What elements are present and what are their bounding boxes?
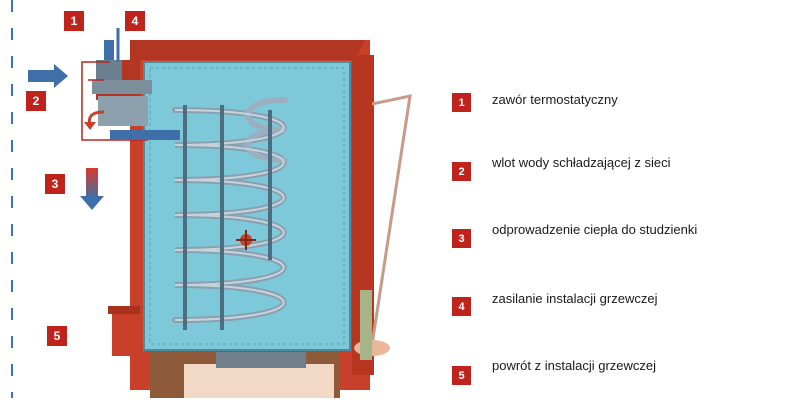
legend-text-3: odprowadzenie ciepła do studzienki xyxy=(492,222,698,237)
outlet-body xyxy=(98,96,148,126)
coil-highlight xyxy=(174,109,285,321)
return-stub xyxy=(112,312,136,356)
coil-supports xyxy=(183,105,272,330)
thermostatic-valve xyxy=(92,28,152,94)
water-jacket xyxy=(143,61,351,351)
marker-5: 5 xyxy=(47,326,67,346)
legend-text-1: zawór termostatyczny xyxy=(492,92,618,107)
marker-1: 1 xyxy=(64,11,84,31)
lever-arm xyxy=(370,94,412,346)
lever-post xyxy=(360,290,372,360)
discharge-arrow xyxy=(80,168,104,210)
legend-text-5: powrót z instalacji grzewczej xyxy=(492,358,657,373)
legend-badge-2: 2 xyxy=(452,162,471,181)
marker-2: 2 xyxy=(26,91,46,111)
ash-door xyxy=(184,364,334,398)
inner-outline xyxy=(149,67,345,345)
legend-badge-5: 5 xyxy=(452,366,471,385)
legend-text-4: zasilanie instalacji grzewczej xyxy=(492,291,658,306)
legend-text-2: wlot wody schładzającej z sieci xyxy=(492,155,671,170)
legend-badge-3: 3 xyxy=(452,229,471,248)
outflow-pipe xyxy=(110,130,180,140)
marker-4: 4 xyxy=(125,11,145,31)
marker-3: 3 xyxy=(45,174,65,194)
inlet-arrow xyxy=(28,64,68,88)
grate xyxy=(216,352,306,368)
legend-badge-1: 1 xyxy=(452,93,471,112)
legend-badge-4: 4 xyxy=(452,297,471,316)
